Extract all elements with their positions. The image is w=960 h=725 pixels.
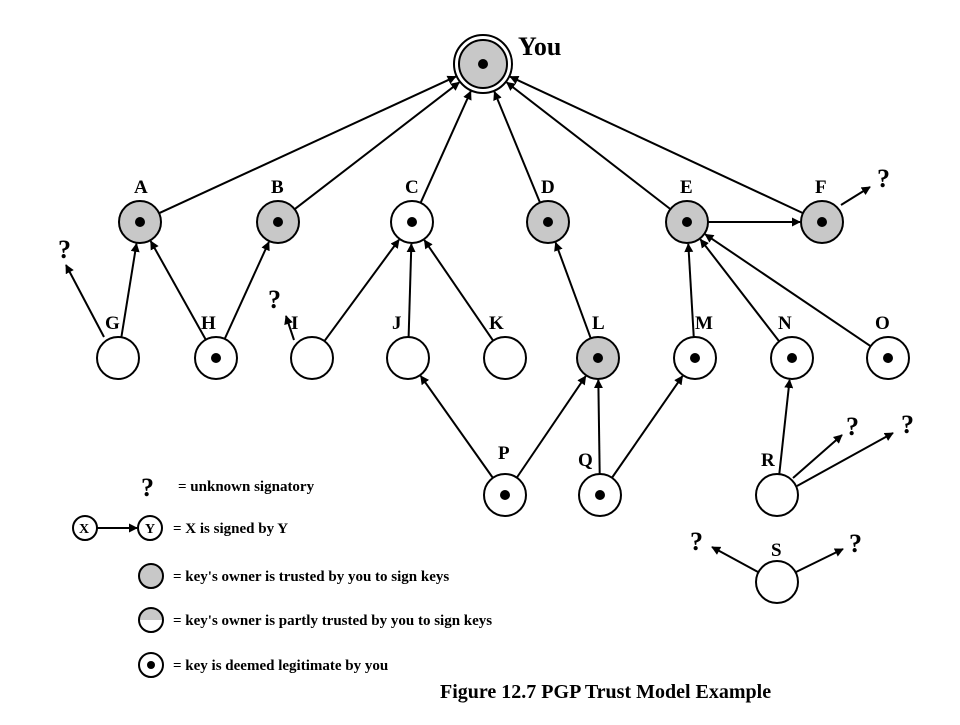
edge-A-to-you <box>158 75 457 215</box>
node-label-H: H <box>201 313 216 334</box>
node-label-I: I <box>291 313 298 334</box>
edge-H-to-B <box>223 241 270 340</box>
node-N: N <box>770 313 814 380</box>
node-I: I <box>290 313 334 380</box>
legend-x-label: X <box>79 522 89 537</box>
unknown-signatory-R-ne2: ? <box>901 410 914 439</box>
node-K: K <box>483 313 527 380</box>
node-label-C: C <box>405 177 419 198</box>
unknown-edge-I-w <box>284 315 295 341</box>
edge-N-to-E <box>699 238 780 342</box>
node-label-P: P <box>498 443 510 464</box>
node-label-A: A <box>134 177 148 198</box>
node-you: You <box>453 32 561 94</box>
node-label-M: M <box>695 313 713 334</box>
node-label-K: K <box>489 313 504 334</box>
unknown-signatory-I-w: ? <box>268 285 281 314</box>
edge-P-to-J <box>419 375 494 479</box>
node-R: R <box>755 450 799 517</box>
node-P: P <box>483 443 527 517</box>
edge-L-to-D <box>554 241 592 339</box>
legend-unknown-symbol: ? <box>141 473 154 502</box>
node-S: S <box>755 540 799 604</box>
node-F: F <box>800 177 844 244</box>
unknown-edge-S-nw <box>711 546 759 573</box>
edge-O-to-E <box>704 233 872 348</box>
node-L: L <box>576 313 620 380</box>
legend-signed-text: = X is signed by Y <box>173 521 288 537</box>
unknown-signatory-S-ne: ? <box>849 529 862 558</box>
node-label-you: You <box>518 32 561 61</box>
edge-Q-to-M <box>611 375 684 479</box>
node-E: E <box>665 177 709 244</box>
edge-K-to-C <box>423 239 494 342</box>
node-label-B: B <box>271 177 284 198</box>
legend-legit-swatch <box>138 652 164 678</box>
edge-Q-to-L <box>593 379 603 475</box>
edge-I-to-C <box>323 238 400 342</box>
figure-caption: Figure 12.7 PGP Trust Model Example <box>440 681 771 703</box>
unknown-edge-F-ne <box>840 186 871 206</box>
unknown-signatory-S-nw: ? <box>690 527 703 556</box>
edge-E-to-you <box>506 81 672 210</box>
legend-y-label: Y <box>145 522 155 537</box>
legend-trusted-swatch <box>138 563 164 589</box>
unknown-signatory-F-ne: ? <box>877 164 890 193</box>
node-O: O <box>866 313 910 380</box>
edge-C-to-you <box>419 90 472 204</box>
edge-F-to-you <box>509 75 804 215</box>
unknown-edge-G-nw <box>65 264 105 338</box>
edge-H-to-A <box>149 240 207 341</box>
unknown-edge-S-ne <box>795 548 844 573</box>
node-label-G: G <box>105 313 120 334</box>
node-C: C <box>390 177 434 244</box>
node-label-O: O <box>875 313 890 334</box>
node-G: G <box>96 313 140 380</box>
node-label-N: N <box>778 313 792 334</box>
node-A: A <box>118 177 162 244</box>
node-Q: Q <box>578 450 622 517</box>
legend: ? = unknown signatory X Y = X is signed … <box>72 473 492 678</box>
edge-P-to-L <box>515 375 587 479</box>
unknown-signatory-R-ne1: ? <box>846 412 859 441</box>
legend-signed-example: X Y <box>72 515 163 541</box>
node-label-F: F <box>815 177 827 198</box>
edge-R-to-N <box>778 378 794 475</box>
edge-D-to-you <box>493 90 541 203</box>
edges-layer: ??????? <box>58 75 914 573</box>
unknown-edge-R-ne2 <box>796 432 894 487</box>
node-J: J <box>386 313 430 380</box>
node-label-D: D <box>541 177 555 198</box>
legend-legit-text: = key is deemed legitimate by you <box>173 658 388 674</box>
legend-unknown-text: = unknown signatory <box>178 479 315 495</box>
node-label-R: R <box>761 450 775 471</box>
node-label-L: L <box>592 313 605 334</box>
legend-trusted-text: = key's owner is trusted by you to sign … <box>173 569 449 585</box>
node-D: D <box>526 177 570 244</box>
node-label-S: S <box>771 540 782 561</box>
edge-G-to-A <box>120 242 140 338</box>
node-H: H <box>194 313 238 380</box>
node-label-J: J <box>392 313 402 334</box>
unknown-signatory-G-nw: ? <box>58 235 71 264</box>
unknown-edge-R-ne1 <box>792 434 843 479</box>
edge-B-to-you <box>294 81 460 210</box>
node-B: B <box>256 177 300 244</box>
legend-partly-swatch <box>138 607 164 633</box>
node-label-E: E <box>680 177 693 198</box>
node-label-Q: Q <box>578 450 593 471</box>
edge-J-to-C <box>406 243 416 338</box>
legend-partly-text: = key's owner is partly trusted by you t… <box>173 613 492 629</box>
node-M: M <box>673 313 717 380</box>
edge-M-to-E <box>684 243 695 338</box>
